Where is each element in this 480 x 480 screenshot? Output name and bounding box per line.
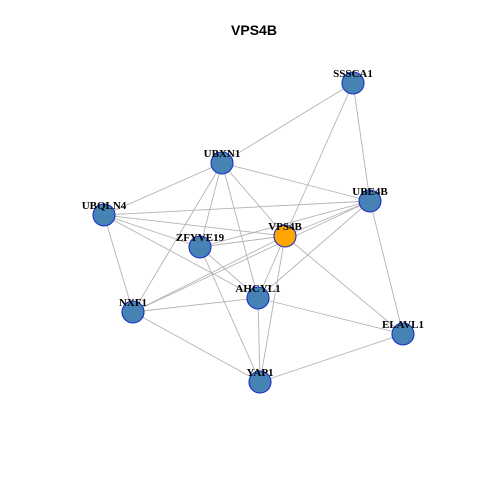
node-ube4b[interactable]: UBE4B: [352, 186, 388, 213]
node-nxf1[interactable]: NXF1: [119, 297, 147, 324]
edge-ube4b-zfyve19: [199, 200, 371, 248]
edge-ubxn1-nxf1: [132, 162, 223, 313]
edge-vps4b-elavl1: [284, 235, 404, 335]
node-circle[interactable]: [391, 322, 415, 346]
edge-vps4b-yap1: [259, 235, 286, 383]
node-circle[interactable]: [248, 370, 272, 394]
node-elavl1[interactable]: ELAVL1: [382, 319, 424, 346]
edge-ube4b-nxf1: [132, 200, 371, 313]
node-ubqln4[interactable]: UBQLN4: [82, 200, 127, 227]
edge-ubxn1-ubqln4: [103, 162, 223, 216]
edge-nxf1-yap1: [132, 311, 261, 383]
node-label: VPS4B: [268, 221, 302, 233]
edge-ubxn1-ube4b: [221, 162, 371, 202]
edge-zfyve19-yap1: [199, 246, 261, 383]
node-ahcyl1[interactable]: AHCYL1: [235, 283, 281, 310]
node-label: ELAVL1: [382, 319, 424, 331]
node-label: NXF1: [119, 297, 147, 309]
node-circle[interactable]: [341, 71, 365, 95]
edge-ubxn1-zfyve19: [199, 162, 223, 248]
node-circle[interactable]: [121, 300, 145, 324]
edge-ube4b-elavl1: [369, 200, 404, 335]
edge-ube4b-vps4b: [284, 200, 371, 237]
node-circle[interactable]: [273, 224, 297, 248]
node-zfyve19[interactable]: ZFYVE19: [176, 232, 225, 259]
edge-sssca1-ube4b: [352, 82, 371, 202]
edge-ube4b-ahcyl1: [257, 200, 371, 299]
edge-ubxn1-vps4b: [221, 162, 286, 237]
node-label: UBE4B: [352, 186, 388, 198]
edge-ahcyl1-nxf1: [132, 297, 259, 313]
edge-sssca1-ubxn1: [221, 82, 354, 164]
edge-zfyve19-vps4b: [199, 235, 286, 248]
node-label: SSSCA1: [333, 68, 373, 80]
node-ubxn1[interactable]: UBXN1: [204, 148, 241, 175]
node-label: AHCYL1: [235, 283, 280, 295]
edge-ahcyl1-elavl1: [257, 297, 404, 335]
node-circle[interactable]: [358, 189, 382, 213]
edge-elavl1-yap1: [259, 333, 404, 383]
edge-ubqln4-zfyve19: [103, 214, 201, 248]
diagram-title: VPS4B: [231, 22, 277, 38]
node-circle[interactable]: [92, 203, 116, 227]
node-vps4b[interactable]: VPS4B: [268, 221, 302, 248]
node-label: ZFYVE19: [176, 232, 225, 244]
edge-ubqln4-nxf1: [103, 214, 134, 313]
edge-layer: [103, 82, 404, 383]
edge-vps4b-nxf1: [132, 235, 286, 313]
node-label: UBXN1: [204, 148, 241, 160]
edge-zfyve19-ahcyl1: [199, 246, 259, 299]
edge-sssca1-vps4b: [284, 82, 354, 237]
node-label: UBQLN4: [82, 200, 127, 212]
node-circle[interactable]: [246, 286, 270, 310]
node-label: YAP1: [246, 367, 273, 379]
node-circle[interactable]: [188, 235, 212, 259]
edge-ahcyl1-yap1: [257, 297, 261, 383]
edge-ubqln4-ube4b: [103, 200, 371, 216]
node-circle[interactable]: [210, 151, 234, 175]
edge-ubqln4-ahcyl1: [103, 214, 259, 299]
node-sssca1[interactable]: SSSCA1: [333, 68, 373, 95]
node-yap1[interactable]: YAP1: [246, 367, 274, 394]
